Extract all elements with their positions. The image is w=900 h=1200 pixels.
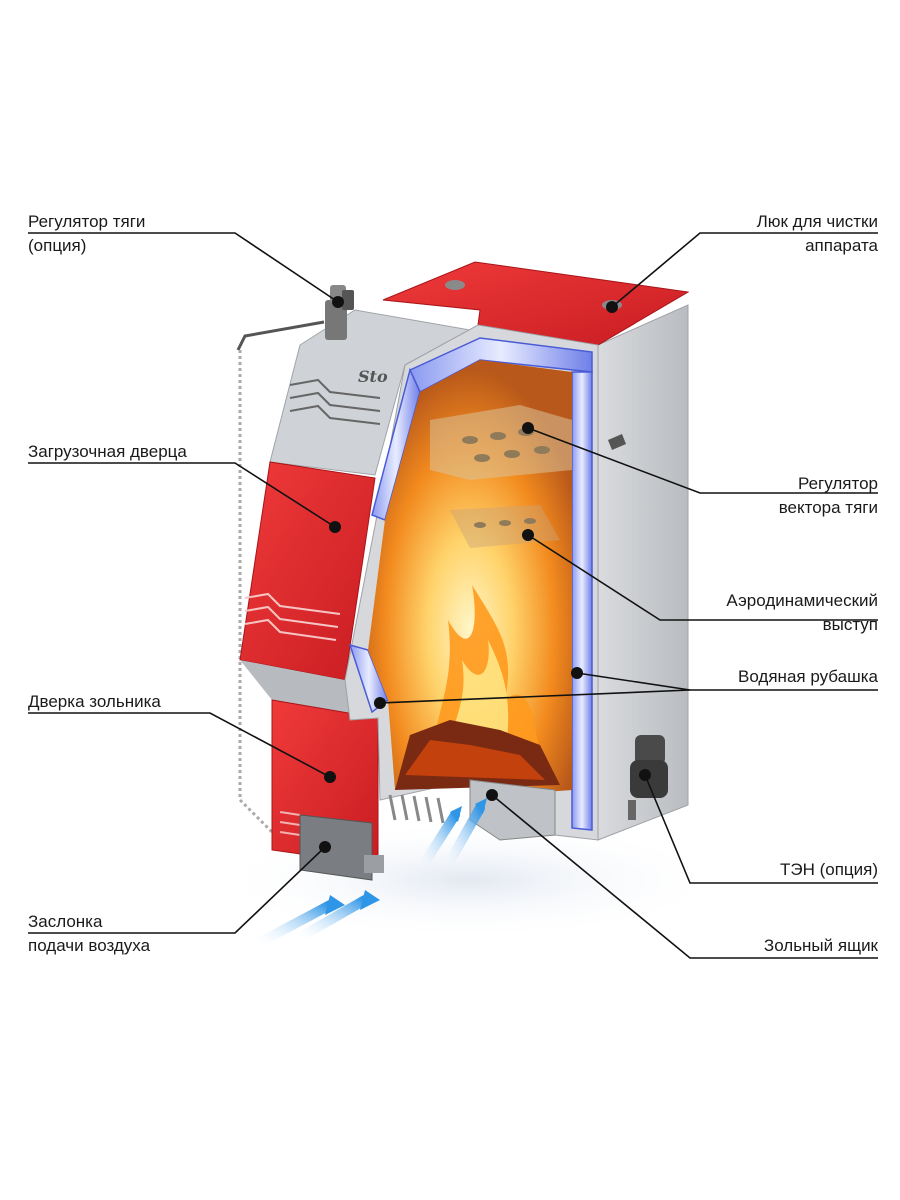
label-heater-element: ТЭН (опция)	[780, 858, 878, 882]
air-damper-block	[300, 815, 372, 880]
brand-mark: Sto	[358, 367, 388, 386]
label-water-jacket: Водяная рубашка	[738, 665, 878, 689]
label-draft-regulator: Регулятор тяги(опция)	[28, 210, 145, 258]
air-damper-knob	[364, 855, 384, 873]
grate	[390, 795, 443, 823]
lid-bolt	[445, 280, 465, 290]
label-ash-box: Зольный ящик	[764, 934, 878, 958]
label-loading-door: Загрузочная дверца	[28, 440, 187, 464]
label-ash-door: Дверка зольника	[28, 690, 161, 714]
